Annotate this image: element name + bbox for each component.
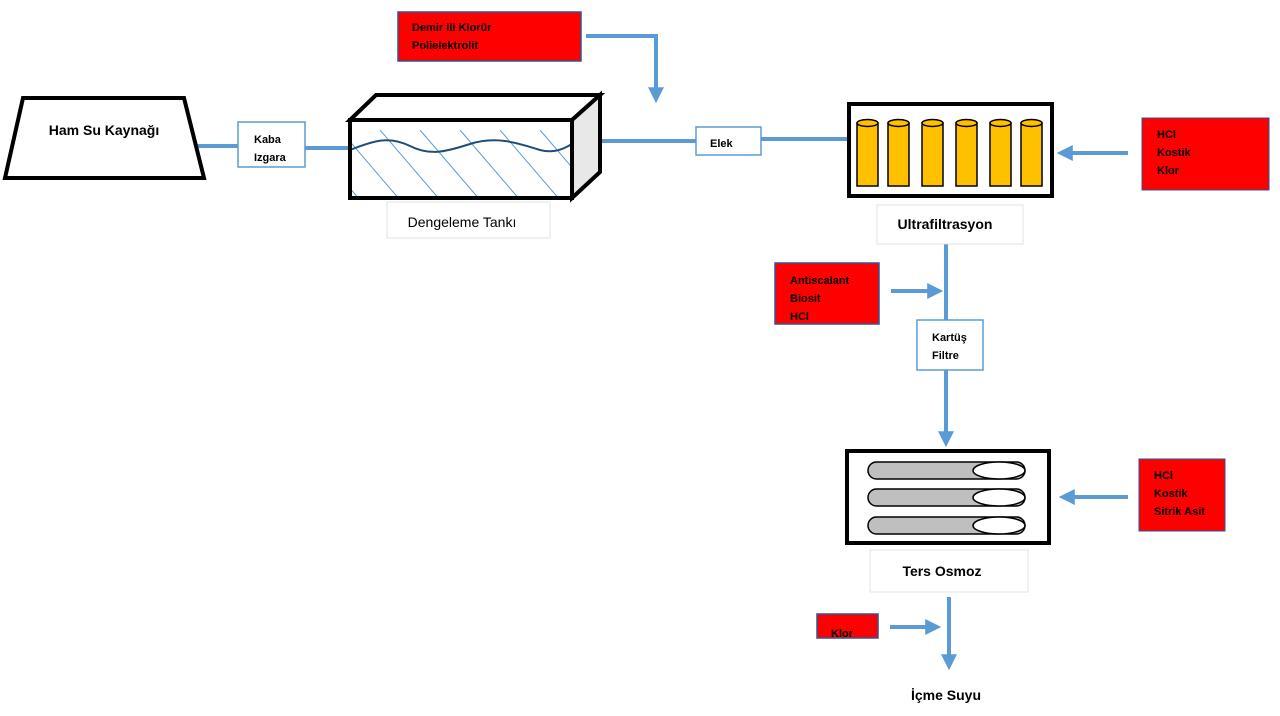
ro-chem-line1: HCl — [1154, 470, 1173, 482]
coarse-screen-node: Kaba Izgara — [237, 121, 306, 168]
disinfection-node: Klor — [816, 613, 879, 640]
uf-chem-line1: HCl — [1157, 129, 1176, 141]
coarse-screen-line1: Kaba — [254, 134, 282, 146]
coagulant-dosing-box — [397, 11, 582, 62]
source-node: Ham Su Kaynağı — [2, 96, 207, 180]
product-label: İçme Suyu — [911, 687, 981, 703]
ultrafiltration-node: Ultrafiltrasyon — [847, 102, 1054, 245]
tank-water-surface — [349, 139, 573, 153]
ro-chem-line3: Sitrik Asit — [1154, 506, 1205, 518]
sieve-node: Elek — [695, 126, 762, 156]
disinfection-box — [816, 613, 879, 639]
uf-chemicals-node: HCl Kostik Klor — [1141, 117, 1270, 191]
cartridge-line2: Filtre — [932, 350, 959, 362]
cartridge-filter-node: Kartüş Filtre — [916, 319, 984, 371]
ro-label-box — [869, 549, 1029, 593]
source-shape — [2, 96, 207, 180]
ro-chemicals-node: HCl Kostik Sitrik Asit — [1138, 458, 1226, 532]
ro-chem-line2: Kostik — [1154, 488, 1189, 500]
uf-chemicals-box — [1141, 117, 1270, 191]
uf-membrane-modules — [856, 118, 1043, 187]
ro-pretreat-box — [774, 262, 880, 325]
sieve-box — [695, 126, 762, 156]
reverse-osmosis-node: Ters Osmoz — [845, 449, 1051, 593]
coagulant-dosing-node: Demir III Klorür Polielektrolit — [397, 11, 582, 62]
disinfection-label: Klor — [831, 628, 854, 640]
tank-label-box — [386, 201, 551, 239]
product-node: İçme Suyu — [911, 687, 981, 703]
ro-pretreat-line2: Biosit — [790, 293, 821, 305]
pipes — [196, 34, 1128, 671]
uf-label-box — [876, 204, 1024, 245]
tank-front-face — [348, 118, 574, 200]
tank-label: Dengeleme Tankı — [408, 214, 517, 230]
coagulant-line2: Polielektrolit — [412, 40, 478, 52]
tank-top-face — [345, 93, 606, 122]
ro-pretreat-line3: HCl — [790, 311, 809, 323]
cartridge-filter-box — [916, 319, 984, 371]
ro-pretreat-dosing-node: Antiscalant Biosit HCl — [774, 262, 880, 325]
uf-unit-frame — [847, 102, 1054, 198]
uf-chem-line2: Kostik — [1157, 147, 1192, 159]
source-label: Ham Su Kaynağı — [49, 122, 159, 138]
uf-label: Ultrafiltrasyon — [898, 216, 993, 232]
ro-membrane-vessels — [867, 461, 1026, 535]
coarse-screen-line2: Izgara — [254, 152, 287, 164]
ro-chemicals-box — [1138, 458, 1226, 532]
ro-pretreat-line1: Antiscalant — [790, 275, 850, 287]
ro-label: Ters Osmoz — [902, 563, 981, 579]
coagulant-line1: Demir III Klorür — [412, 22, 492, 34]
equalization-tank-node: Dengeleme Tankı — [345, 90, 606, 239]
pipe-coagulant-dosing — [586, 34, 664, 104]
tank-water — [350, 129, 572, 196]
uf-chem-line3: Klor — [1157, 165, 1180, 177]
coarse-screen-box — [237, 121, 306, 168]
cartridge-line1: Kartüş — [932, 332, 967, 344]
sieve-label: Elek — [710, 138, 734, 150]
